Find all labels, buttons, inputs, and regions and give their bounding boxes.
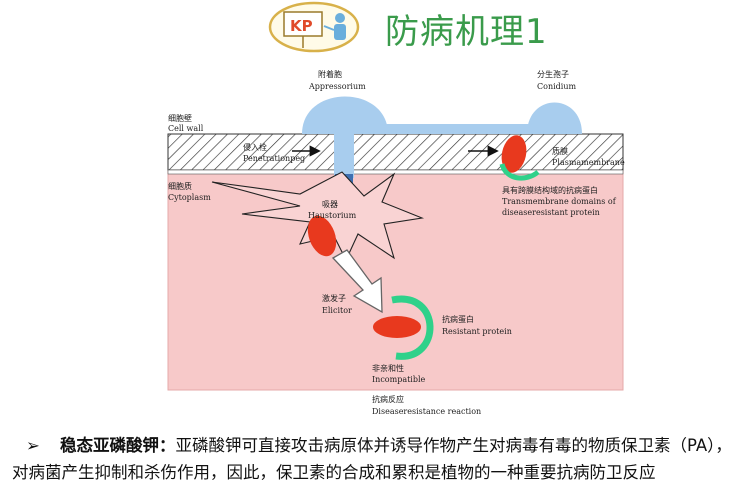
label-penetration-en: Penetrationpeg [243,154,305,163]
label-cytoplasm-en: Cytoplasm [168,193,211,202]
label-conidium-en: Conidium [537,82,576,91]
label-reaction-cn: 抗病反应 [372,394,404,404]
label-elicitor-en: Elicitor [322,306,352,315]
transmembrane-arc [499,163,540,181]
conidium [527,102,582,134]
page-title: 防病机理1 [385,12,548,52]
description-paragraph: ➢ 稳态亚磷酸钾：亚磷酸钾可直接攻击病原体并诱导作物产生对病毒有毒的物质保卫素（P… [12,432,742,486]
label-reaction-en: Diseaseresistance reaction [372,407,481,416]
disease-resistance-diagram: 附着胞 Appressorium 分生孢子 Conidium 细胞壁 Cell … [167,69,625,416]
label-transmembrane-en1: Transmembrane domains of [502,197,617,206]
cytoplasm-region [167,169,624,391]
label-plasma-cn: 质膜 [552,146,568,156]
label-transmembrane-cn: 具有跨膜结构域的抗病蛋白 [502,185,598,195]
label-cell-wall-en: Cell wall [168,124,204,133]
label-resistant-en: Resistant protein [442,327,512,336]
elicitor [373,316,421,338]
penetration-peg [334,132,354,178]
label-cytoplasm-cn: 细胞质 [168,181,192,191]
header: KP 防病机理1 [0,0,750,62]
term-label: 稳态亚磷酸钾： [60,436,176,455]
label-plasma-en: Plasmamembrane [552,158,625,167]
transmembrane-protein [501,135,527,173]
label-conidium-cn: 分生孢子 [537,69,569,79]
elicitor-arrow [331,249,383,314]
hypha [380,124,530,134]
haustorium-protein [307,215,337,257]
label-haustorium-en: Haustorium [308,211,357,220]
label-transmembrane-en2: diseaseresistant protein [502,208,600,217]
label-cell-wall-cn: 细胞壁 [168,113,192,123]
label-incompatible-cn: 非亲和性 [372,363,404,373]
bullet-icon: ➢ [26,436,40,455]
kp-logo: KP [268,1,360,53]
appressorium [302,96,388,134]
resistant-protein [391,295,434,360]
logo-text: KP [290,17,313,35]
label-elicitor-cn: 激发子 [322,293,346,303]
label-penetration-cn: 侵入栓 [243,142,267,152]
description-content: 亚磷酸钾可直接攻击病原体并诱导作物产生对病毒有毒的物质保卫素（PA），对病菌产生… [12,436,732,482]
label-haustorium-cn: 吸器 [322,200,338,209]
label-appressorium-en: Appressorium [308,82,366,91]
label-resistant-cn: 抗病蛋白 [442,314,474,324]
label-appressorium-cn: 附着胞 [318,69,342,79]
label-incompatible-en: Incompatible [372,375,426,384]
